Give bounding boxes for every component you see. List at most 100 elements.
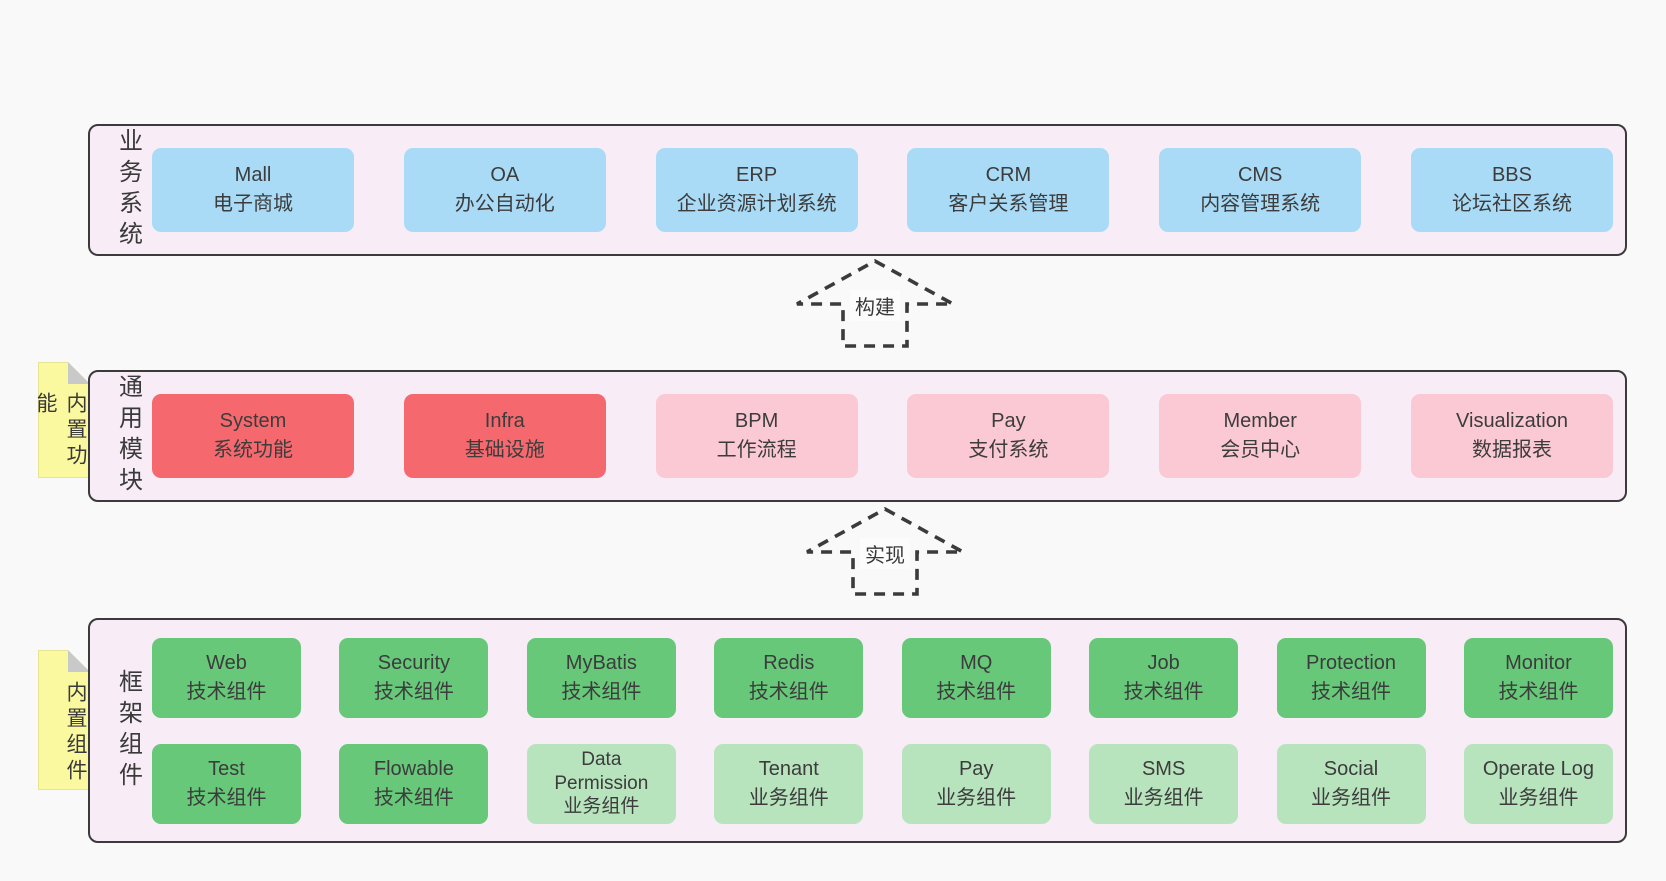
box-pay: Pay 支付系统	[907, 394, 1110, 478]
box-mq: MQ 技术组件	[901, 637, 1051, 718]
box-name: CRM	[985, 164, 1032, 186]
components-row-1: Web 技术组件 Security 技术组件 MyBatis 技术组件 Redi…	[152, 637, 1613, 718]
box-bbs: BBS 论坛社区系统	[1410, 148, 1613, 232]
box-monitor: Monitor 技术组件	[1463, 637, 1613, 718]
sticky-note-label: 内置组件	[64, 681, 87, 785]
box-name: BPM	[734, 410, 779, 432]
box-desc: 论坛社区系统	[1451, 193, 1572, 215]
up-arrow-icon	[806, 506, 964, 596]
box-desc: 工作流程	[716, 439, 797, 461]
box-mybatis: MyBatis 技术组件	[526, 637, 676, 718]
layer-modules-label: 通用模块	[114, 374, 142, 498]
box-desc: 业务组件	[1311, 786, 1392, 809]
box-operate-log: Operate Log 业务组件	[1463, 743, 1613, 824]
box-job: Job 技术组件	[1089, 637, 1239, 718]
box-member: Member 会员中心	[1159, 394, 1362, 478]
box-name: Data Permission	[554, 749, 649, 794]
layer-business-label: 业务系统	[114, 128, 142, 252]
box-name: CMS	[1237, 164, 1283, 186]
arrow-build: 构建	[790, 257, 960, 349]
box-name: Pay	[991, 410, 1026, 432]
box-sms: SMS 业务组件	[1089, 743, 1239, 824]
box-name: OA	[490, 164, 520, 186]
layer-framework-components: 框架组件 Web 技术组件 Security 技术组件 MyBatis 技术组件…	[88, 618, 1627, 843]
box-name: Protection	[1306, 651, 1397, 674]
box-desc: 电子商城	[213, 193, 293, 215]
box-name: Visualization	[1456, 410, 1568, 432]
box-name: Flowable	[373, 757, 454, 780]
box-name: ERP	[736, 164, 778, 186]
box-name: Pay	[958, 757, 994, 780]
layer-common-modules: 通用模块 System 系统功能 Infra 基础设施 BPM 工作流程 Pay…	[88, 370, 1627, 502]
sticky-note-builtin-components: 内置组件	[38, 650, 90, 790]
box-name: Security	[377, 651, 451, 674]
sticky-note-label: 内置功能	[34, 392, 87, 470]
arrow-implement: 实现	[800, 505, 970, 597]
box-visualization: Visualization 数据报表	[1410, 394, 1613, 478]
box-name: Job	[1147, 651, 1180, 674]
arrow-implement-label: 实现	[860, 538, 910, 569]
box-desc: 技术组件	[373, 680, 454, 703]
box-desc: 业务组件	[563, 796, 640, 818]
components-rows: Web 技术组件 Security 技术组件 MyBatis 技术组件 Redi…	[152, 637, 1613, 824]
box-erp: ERP 企业资源计划系统	[655, 148, 858, 232]
business-boxes-row: Mall 电子商城 OA 办公自动化 ERP 企业资源计划系统 CRM 客户关系…	[152, 148, 1613, 232]
components-row-2: Test 技术组件 Flowable 技术组件 Data Permission …	[152, 743, 1613, 824]
box-desc: 技术组件	[186, 680, 267, 703]
box-flowable: Flowable 技术组件	[339, 743, 489, 824]
box-name: Test	[208, 757, 245, 780]
box-name: BBS	[1491, 164, 1532, 186]
box-name: Operate Log	[1482, 757, 1595, 780]
box-data-permission: Data Permission 业务组件	[526, 743, 676, 824]
box-crm: CRM 客户关系管理	[907, 148, 1110, 232]
box-desc: 业务组件	[1123, 786, 1204, 809]
box-system: System 系统功能	[152, 394, 354, 478]
up-arrow-icon	[796, 258, 954, 348]
layer-business-systems: 业务系统 Mall 电子商城 OA 办公自动化 ERP 企业资源计划系统 CRM…	[88, 124, 1627, 256]
box-desc: 技术组件	[1123, 680, 1204, 703]
box-desc: 技术组件	[1498, 680, 1579, 703]
box-desc: 技术组件	[748, 680, 829, 703]
box-protection: Protection 技术组件	[1276, 637, 1426, 718]
arrow-build-label: 构建	[850, 290, 900, 321]
box-oa: OA 办公自动化	[403, 148, 606, 232]
layer-components-label: 框架组件	[114, 668, 142, 793]
box-desc: 业务组件	[1498, 786, 1579, 809]
box-desc: 内容管理系统	[1200, 193, 1321, 215]
box-name: Social	[1323, 757, 1379, 780]
box-desc: 技术组件	[1311, 680, 1392, 703]
box-name: Monitor	[1505, 651, 1572, 674]
box-desc: 技术组件	[936, 680, 1017, 703]
box-desc: 技术组件	[186, 786, 267, 809]
box-desc: 业务组件	[748, 786, 829, 809]
box-desc: 技术组件	[561, 680, 642, 703]
box-security: Security 技术组件	[339, 637, 489, 718]
box-name: Member	[1223, 410, 1297, 432]
box-social: Social 业务组件	[1276, 743, 1426, 824]
box-name: System	[219, 410, 287, 432]
box-desc: 系统功能	[213, 439, 293, 461]
box-mall: Mall 电子商城	[152, 148, 354, 232]
box-name: Infra	[484, 410, 525, 432]
box-name: Redis	[763, 651, 815, 674]
box-desc: 技术组件	[373, 786, 454, 809]
box-web: Web 技术组件	[152, 637, 301, 718]
box-desc: 客户关系管理	[948, 193, 1069, 215]
box-desc: 企业资源计划系统	[676, 193, 837, 215]
box-desc: 业务组件	[936, 786, 1017, 809]
sticky-note-builtin-features: 内置功能	[34, 362, 90, 478]
box-infra: Infra 基础设施	[403, 394, 606, 478]
box-redis: Redis 技术组件	[714, 637, 864, 718]
box-name: Mall	[234, 164, 272, 186]
box-desc: 办公自动化	[454, 193, 555, 215]
box-name: MQ	[960, 651, 993, 674]
box-desc: 基础设施	[464, 439, 545, 461]
box-name: MyBatis	[565, 651, 637, 674]
box-test: Test 技术组件	[152, 743, 301, 824]
box-desc: 支付系统	[968, 439, 1049, 461]
box-name: Tenant	[758, 757, 819, 780]
box-desc: 会员中心	[1220, 439, 1301, 461]
box-tenant: Tenant 业务组件	[714, 743, 864, 824]
modules-boxes-row: System 系统功能 Infra 基础设施 BPM 工作流程 Pay 支付系统…	[152, 394, 1613, 478]
